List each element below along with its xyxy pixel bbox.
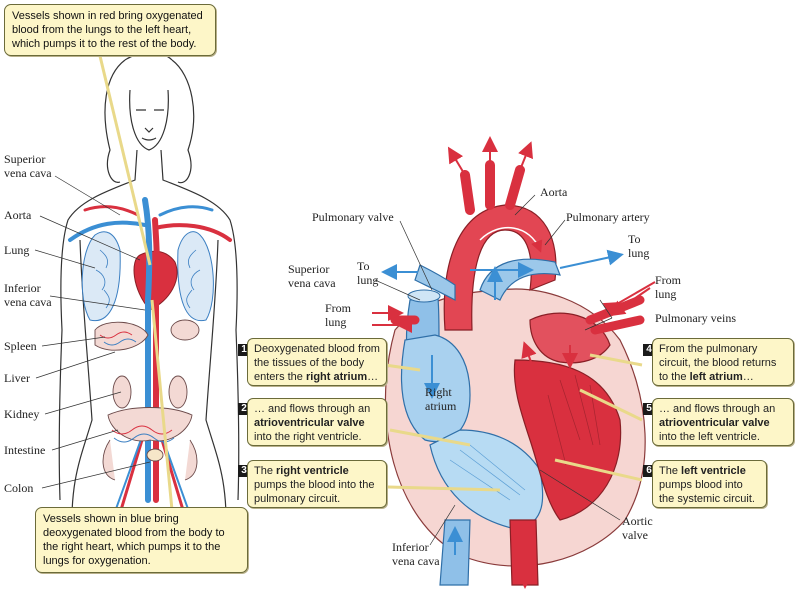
left-ventricle xyxy=(513,359,622,521)
right-ventricle xyxy=(429,429,544,531)
blue-vessels-callout: Vessels shown in blue bring deoxygenated… xyxy=(35,507,248,573)
label-pulmonary-valve: Pulmonary valve xyxy=(312,210,394,224)
label-aorta: Aorta xyxy=(4,208,32,222)
step-1-text: Deoxygenated blood from the tissues of t… xyxy=(247,338,387,386)
aorta-arch xyxy=(443,204,557,331)
red-vessels-callout: Vessels shown in red bring oxygenated bl… xyxy=(4,4,216,56)
label-lung: Lung xyxy=(4,243,30,257)
label-kidney: Kidney xyxy=(4,407,40,421)
step-4-text: From the pulmonary circuit, the blood re… xyxy=(652,338,794,386)
descending-aorta xyxy=(509,519,539,586)
abdominal-organs xyxy=(94,319,200,481)
label-liver: Liver xyxy=(4,371,30,385)
step-5-text: … and flows through an atrioventricular … xyxy=(652,398,794,446)
label-pulmonary-artery: Pulmonary artery xyxy=(566,210,650,224)
label-colon: Colon xyxy=(4,481,34,495)
step-3-text: The right ventricle pumps the blood into… xyxy=(247,460,387,508)
label-heart-aorta: Aorta xyxy=(540,185,568,199)
step-2-text: … and flows through an atrioventricular … xyxy=(247,398,387,446)
step-6-text: The left ventricle pumps blood into the … xyxy=(652,460,767,508)
label-spleen: Spleen xyxy=(4,339,37,353)
label-pulmonary-veins: Pulmonary veins xyxy=(655,311,736,325)
label-intestine: Intestine xyxy=(4,443,46,457)
